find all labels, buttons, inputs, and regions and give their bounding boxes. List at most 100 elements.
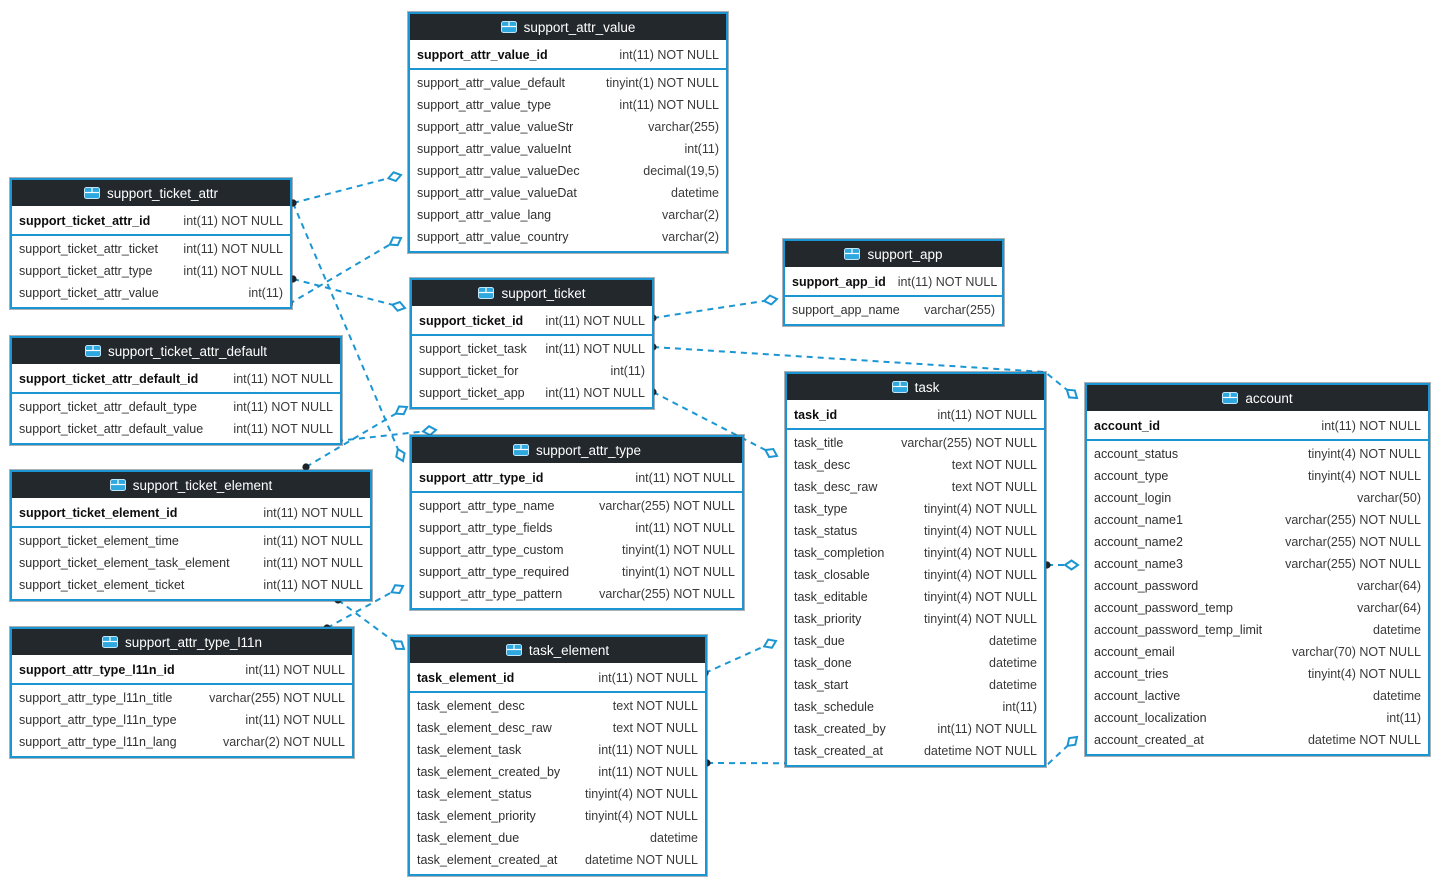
field-name: support_ticket_app bbox=[419, 386, 525, 400]
field-type: int(11) NOT NULL bbox=[598, 743, 698, 757]
table-header[interactable]: account bbox=[1087, 385, 1428, 412]
table-title: support_ticket_attr_default bbox=[107, 343, 268, 359]
field-type: tinyint(1) NOT NULL bbox=[606, 76, 719, 90]
pk-field-name: support_ticket_id bbox=[419, 313, 524, 328]
field-type: varchar(64) bbox=[1357, 579, 1421, 593]
field-type: tinyint(4) NOT NULL bbox=[1308, 469, 1421, 483]
field-type: tinyint(4) NOT NULL bbox=[585, 787, 698, 801]
table-icon bbox=[101, 636, 118, 648]
table-header[interactable]: task bbox=[787, 374, 1044, 401]
connector-diamond bbox=[763, 447, 779, 459]
field-name: support_attr_type_fields bbox=[419, 521, 553, 535]
table-icon bbox=[891, 381, 908, 393]
pk-field-name: account_id bbox=[1094, 418, 1160, 433]
table-header[interactable]: support_attr_type_l11n bbox=[12, 629, 352, 656]
field-name: support_ticket_element_time bbox=[19, 534, 179, 548]
field-name: support_attr_value_valueInt bbox=[417, 142, 572, 156]
table-support_ticket_attr[interactable]: support_ticket_attr support_ticket_attr_i… bbox=[10, 178, 292, 309]
table-header[interactable]: support_ticket_attr bbox=[12, 180, 290, 207]
table-header[interactable]: support_ticket_element bbox=[12, 472, 370, 499]
field-type: int(11) NOT NULL bbox=[598, 765, 698, 779]
table-support_attr_type_l11n[interactable]: support_attr_type_l11n support_attr_type_… bbox=[10, 627, 354, 758]
table-icon bbox=[1222, 392, 1239, 404]
field-type: datetime NOT NULL bbox=[923, 744, 1037, 758]
field-type: text NOT NULL bbox=[612, 699, 698, 713]
relationship-connector[interactable] bbox=[302, 403, 409, 471]
table-header[interactable]: support_attr_value bbox=[410, 14, 726, 41]
field-name: support_attr_type_l11n_title bbox=[19, 691, 173, 705]
field-type: varchar(2) bbox=[662, 230, 719, 244]
connector-dot bbox=[302, 463, 310, 471]
table-icon bbox=[512, 444, 529, 456]
table-support_ticket_element[interactable]: support_ticket_element support_ticket_ele… bbox=[10, 470, 372, 601]
relationship-connector[interactable] bbox=[289, 275, 407, 312]
field-type: text NOT NULL bbox=[951, 458, 1037, 472]
table-header[interactable]: task_element bbox=[410, 637, 705, 664]
table-title: support_app bbox=[867, 246, 943, 262]
relationship-connector[interactable] bbox=[289, 171, 403, 207]
field-type: varchar(255) NOT NULL bbox=[599, 499, 735, 513]
field-name: task_editable bbox=[794, 590, 868, 604]
table-header[interactable]: support_ticket bbox=[412, 280, 652, 307]
field-type: tinyint(4) NOT NULL bbox=[924, 546, 1037, 560]
table-header[interactable]: support_app bbox=[785, 241, 1002, 268]
field-name: task_priority bbox=[794, 612, 862, 626]
field-type: varchar(255) NOT NULL bbox=[599, 587, 735, 601]
field-name: support_ticket_element_task_element bbox=[19, 556, 230, 570]
field-name: support_ticket_attr_value bbox=[19, 286, 159, 300]
pk-field-type: int(11) NOT NULL bbox=[263, 505, 363, 520]
field-type: int(11) NOT NULL bbox=[619, 98, 719, 112]
field-type: datetime NOT NULL bbox=[1307, 733, 1421, 747]
field-type: varchar(64) bbox=[1357, 601, 1421, 615]
table-title: account bbox=[1245, 390, 1293, 406]
table-title: support_attr_type_l11n bbox=[124, 634, 263, 650]
pk-field-name: support_attr_type_l11n_id bbox=[19, 662, 175, 677]
pk-field-name: support_ticket_attr_id bbox=[19, 213, 151, 228]
relationship-connector[interactable] bbox=[701, 637, 778, 677]
field-type: tinyint(4) NOT NULL bbox=[1308, 667, 1421, 681]
field-type: int(11) bbox=[684, 142, 719, 156]
table-header[interactable]: support_attr_type bbox=[412, 437, 742, 464]
field-type: datetime bbox=[1373, 623, 1421, 637]
table-title: task_element bbox=[528, 642, 610, 658]
table-title: task bbox=[914, 379, 940, 395]
field-name: account_lactive bbox=[1094, 689, 1181, 703]
column-row: support_attr_type_name varchar(255) NOT N… bbox=[412, 495, 742, 517]
field-type: int(11) NOT NULL bbox=[245, 713, 345, 727]
field-name: task_status bbox=[794, 524, 858, 538]
field-type: int(11) NOT NULL bbox=[233, 422, 333, 436]
field-name: support_attr_value_valueStr bbox=[417, 120, 574, 134]
relationship-connector[interactable] bbox=[649, 294, 779, 322]
relationship-connector[interactable] bbox=[285, 234, 403, 308]
relationship-connector[interactable] bbox=[1043, 559, 1080, 571]
table-header[interactable]: support_ticket_attr_default bbox=[12, 338, 340, 365]
relationship-connector[interactable] bbox=[334, 596, 406, 652]
field-name: support_attr_type_name bbox=[419, 499, 555, 513]
field-type: int(11) NOT NULL bbox=[233, 400, 333, 414]
field-name: task_completion bbox=[794, 546, 885, 560]
pk-field-type: int(11) NOT NULL bbox=[619, 47, 719, 62]
pk-field-type: int(11) NOT NULL bbox=[245, 662, 345, 677]
